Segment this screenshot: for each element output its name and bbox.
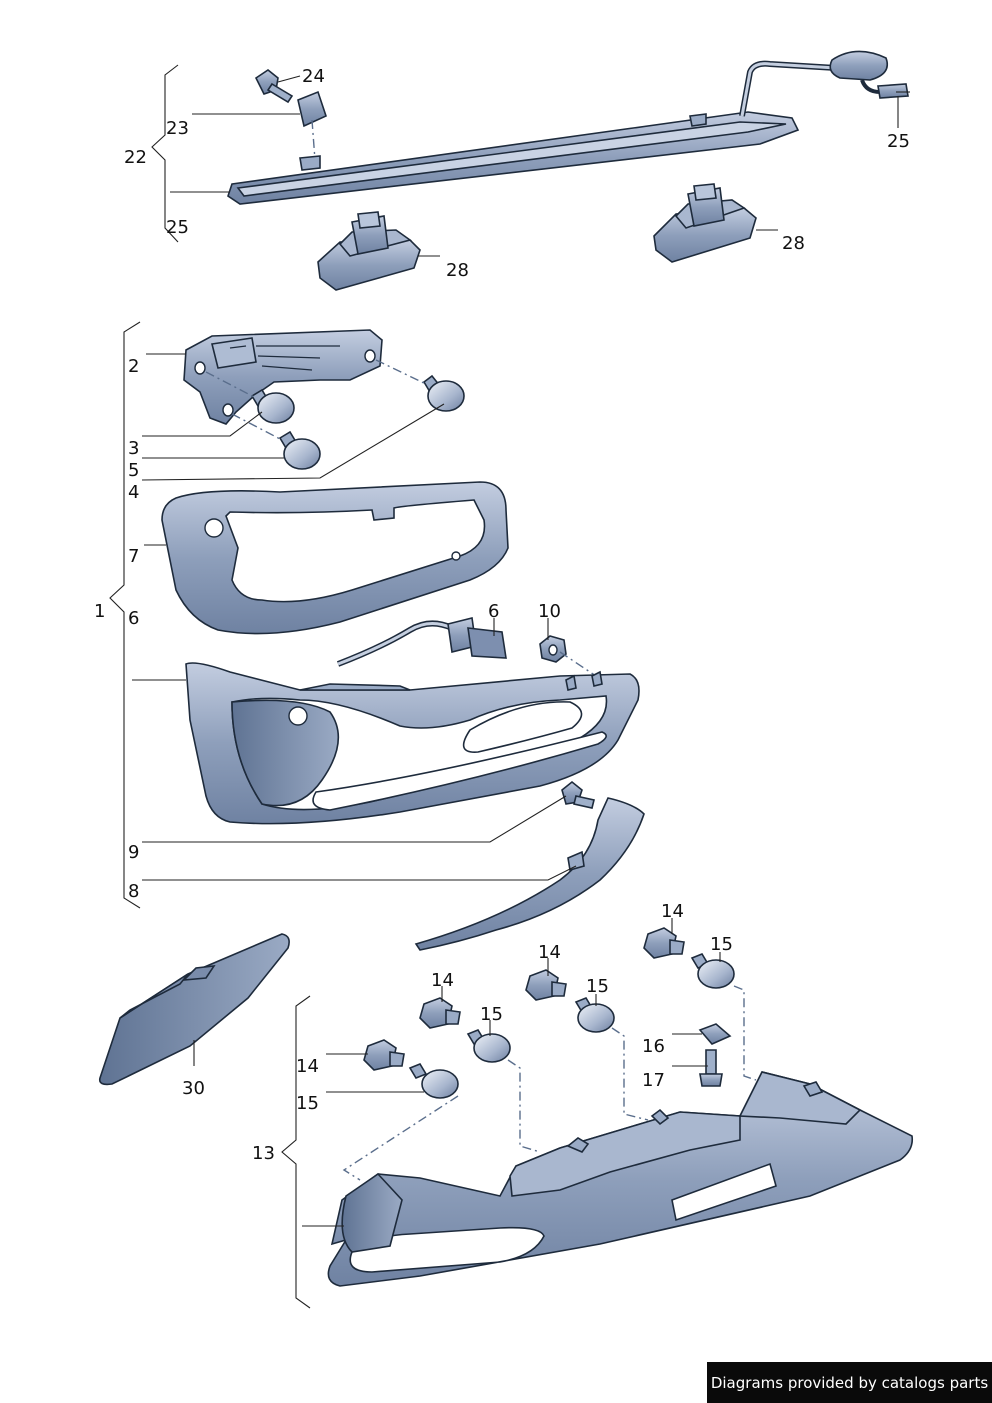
callout-28-right: 28 — [782, 233, 805, 254]
connector-6 — [447, 617, 507, 659]
tail-light-inner-group: 14 15 14 15 14 15 14 15 16 17 13 — [252, 901, 914, 1309]
bulb-15-b — [466, 1029, 511, 1063]
bulb-15-a — [408, 1063, 459, 1099]
callout-14-d: 14 — [661, 901, 684, 922]
callout-15-b: 15 — [480, 1004, 503, 1025]
callout-1: 1 — [94, 601, 105, 622]
callout-17: 17 — [642, 1070, 665, 1091]
callout-7: 7 — [128, 546, 139, 567]
bulb-3 — [250, 388, 295, 424]
callout-2: 2 — [128, 356, 139, 377]
connector-25 — [877, 83, 909, 99]
brace-22 — [151, 64, 179, 243]
callout-15-d: 15 — [710, 934, 733, 955]
screw-17 — [699, 1049, 723, 1087]
callout-14-c: 14 — [538, 942, 561, 963]
license-light-right — [653, 183, 757, 263]
license-light-left — [317, 211, 421, 291]
socket-14-d — [643, 927, 685, 959]
brake-light-cable — [739, 60, 837, 117]
callout-22: 22 — [124, 147, 147, 168]
callout-8: 8 — [128, 881, 139, 902]
callout-28-left: 28 — [446, 260, 469, 281]
clip-16 — [698, 1023, 732, 1045]
callout-15-c: 15 — [586, 976, 609, 997]
callout-24: 24 — [302, 66, 325, 87]
callout-4: 4 — [128, 482, 139, 503]
callout-6-connector: 6 — [488, 601, 499, 622]
diagram-credit-badge: Diagrams provided by catalogs parts — [707, 1362, 992, 1403]
brace-13 — [281, 995, 311, 1309]
clip-23 — [297, 90, 327, 128]
callout-16: 16 — [642, 1036, 665, 1057]
callout-15-a: 15 — [296, 1093, 319, 1114]
bulb-5 — [278, 430, 321, 470]
third-brake-light-group: 24 23 22 25 25 28 28 — [124, 50, 910, 291]
callout-25-left: 25 — [166, 217, 189, 238]
grommet — [829, 50, 889, 81]
tail-light-side-group: 2 3 5 4 7 1 6 6 10 9 8 — [94, 321, 645, 951]
brace-1 — [109, 321, 141, 909]
callout-3: 3 — [128, 438, 139, 459]
bulb-15-c — [574, 997, 615, 1033]
bulb-15-d — [690, 953, 735, 989]
screw-9 — [561, 780, 595, 809]
callout-9: 9 — [128, 842, 139, 863]
callout-10: 10 — [538, 601, 561, 622]
callout-13: 13 — [252, 1143, 275, 1164]
socket-14-a — [363, 1039, 405, 1071]
callout-6-left: 6 — [128, 608, 139, 629]
callout-14-a: 14 — [296, 1056, 319, 1077]
gasket-7 — [161, 481, 509, 635]
bolt-24 — [254, 69, 294, 104]
bulb-holder-2 — [183, 329, 383, 425]
callout-5: 5 — [128, 460, 139, 481]
callout-25-right: 25 — [887, 131, 910, 152]
trim-strip-8 — [414, 797, 645, 951]
callout-23: 23 — [166, 118, 189, 139]
reflector-30: 30 — [98, 933, 290, 1099]
socket-14-c — [525, 969, 567, 1001]
socket-14-b — [419, 997, 461, 1029]
callout-14-b: 14 — [431, 970, 454, 991]
callout-30: 30 — [182, 1078, 205, 1099]
bulb-4 — [422, 374, 465, 412]
